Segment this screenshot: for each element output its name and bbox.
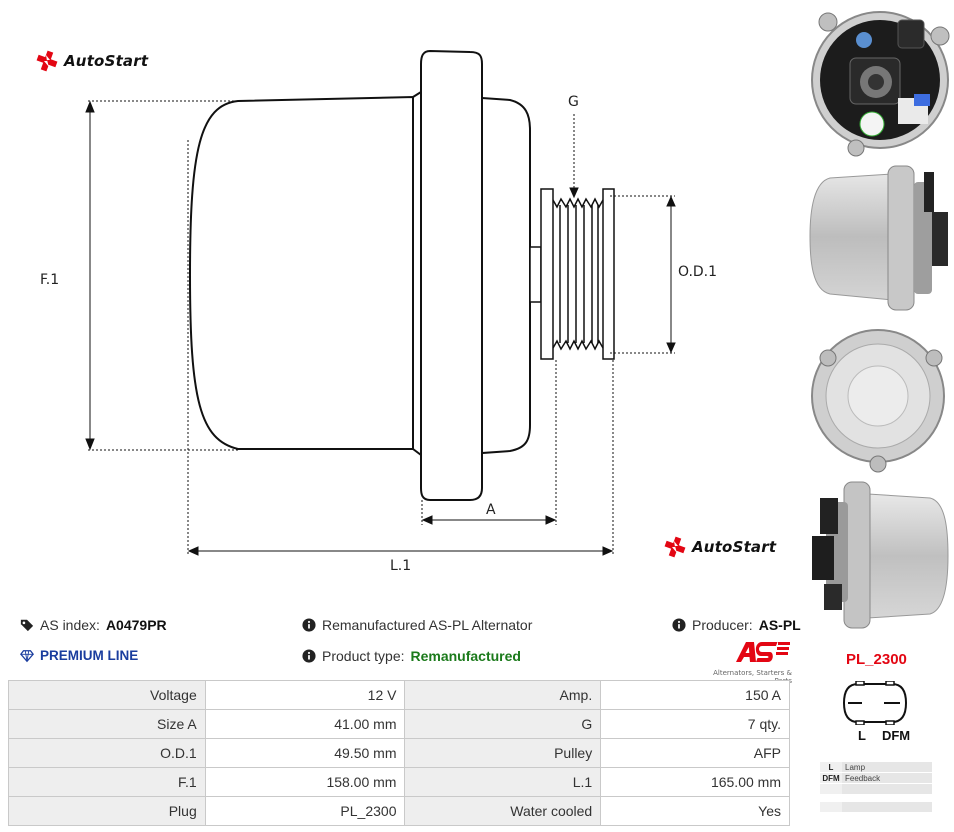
label-l1: L.1 [390, 558, 411, 574]
as-pl-logo: Alternators, Starters & Parts [700, 640, 792, 685]
spec-label: Pulley [404, 738, 602, 768]
spec-label: Size A [8, 709, 206, 739]
specifications-table: Voltage 12 V Amp. 150 A Size A 41.00 mm … [8, 680, 790, 826]
spec-label: F.1 [8, 767, 206, 797]
legend-key: L [820, 762, 842, 772]
legend-row: DFM Feedback [820, 773, 932, 783]
spec-value: 158.00 mm [204, 767, 406, 797]
info-icon [672, 618, 686, 632]
product-type-value: Remanufactured [410, 648, 521, 664]
autostart-logo-secondary: AutoStart [664, 536, 776, 558]
housing-outline [188, 95, 414, 450]
photo-front-view [806, 318, 954, 474]
pulley [540, 188, 615, 360]
spec-label: L.1 [404, 767, 602, 797]
spec-value: Yes [600, 796, 790, 826]
spec-value: AFP [600, 738, 790, 768]
terminal-dfm: DFM [881, 728, 911, 743]
info-icon [302, 618, 316, 632]
label-f1: F.1 [40, 272, 59, 288]
legend-row [820, 802, 932, 812]
plug-terminal-labels: L DFM [858, 728, 910, 743]
autostart-logo-icon [664, 536, 686, 558]
spec-label: O.D.1 [8, 738, 206, 768]
premium-line-badge: PREMIUM LINE [20, 648, 138, 663]
info-icon [302, 649, 316, 663]
description-text: Remanufactured AS-PL Alternator [322, 617, 533, 633]
table-row: Size A 41.00 mm G 7 qty. [8, 709, 790, 739]
spec-value: 12 V [204, 680, 406, 710]
dimension-g [569, 114, 579, 199]
dimension-f1 [85, 100, 238, 451]
spec-label: Amp. [404, 680, 602, 710]
table-row: O.D.1 49.50 mm Pulley AFP [8, 738, 790, 768]
front-cover-outline [481, 96, 531, 455]
tag-icon [20, 619, 34, 632]
spec-label: Voltage [8, 680, 206, 710]
dimension-l1 [187, 140, 614, 556]
spec-label: G [404, 709, 602, 739]
terminal-l: L [858, 728, 866, 743]
spec-value: PL_2300 [204, 796, 406, 826]
table-row: F.1 158.00 mm L.1 165.00 mm [8, 767, 790, 797]
spec-value: 165.00 mm [600, 767, 790, 797]
spec-value: 49.50 mm [204, 738, 406, 768]
as-index-value: A0479PR [105, 617, 167, 633]
as-index: AS index: A0479PR [20, 617, 167, 633]
dimension-od1 [610, 195, 676, 354]
photo-side-view [806, 160, 954, 316]
legend-key [820, 802, 842, 812]
plug-connector-diagram [842, 681, 908, 725]
autostart-logo: AutoStart [36, 50, 148, 72]
spec-label: Water cooled [404, 796, 602, 826]
as-pl-logo-mark [736, 642, 790, 662]
alternator-drawing: F.1 O.D.1 G A L.1 [40, 49, 717, 574]
photo-plug-side-view [806, 476, 954, 632]
label-a: A [486, 502, 496, 518]
brand-name-secondary: AutoStart [692, 538, 777, 556]
product-type-label: Product type: [322, 648, 405, 664]
spec-value: 41.00 mm [204, 709, 406, 739]
spec-value: 7 qty. [600, 709, 790, 739]
producer-value: AS-PL [758, 617, 801, 633]
table-row: Voltage 12 V Amp. 150 A [8, 680, 790, 710]
dimension-a [421, 360, 557, 525]
legend-row: L Lamp [820, 762, 932, 772]
photo-rear-view [806, 2, 954, 158]
producer: Producer: AS-PL [672, 617, 801, 633]
legend-value: Feedback [845, 773, 881, 783]
producer-label: Producer: [692, 617, 753, 633]
label-g: G [568, 94, 579, 110]
as-index-label: AS index: [40, 617, 100, 633]
brand-name: AutoStart [64, 52, 149, 70]
table-row: Plug PL_2300 Water cooled Yes [8, 796, 790, 826]
label-od1: O.D.1 [678, 264, 717, 280]
plug-code: PL_2300 [846, 651, 907, 668]
product-description: Remanufactured AS-PL Alternator [302, 617, 532, 633]
autostart-logo-icon [36, 50, 58, 72]
legend-row [820, 784, 932, 794]
shaft [529, 246, 542, 303]
legend-key [820, 784, 842, 794]
spec-label: Plug [8, 796, 206, 826]
spec-value: 150 A [600, 680, 790, 710]
product-type: Product type: Remanufactured [302, 648, 521, 664]
legend-value: Lamp [845, 762, 866, 772]
legend-key: DFM [820, 773, 842, 783]
flange-outline [420, 49, 483, 501]
diamond-icon [20, 649, 34, 662]
premium-line-text: PREMIUM LINE [40, 648, 139, 663]
